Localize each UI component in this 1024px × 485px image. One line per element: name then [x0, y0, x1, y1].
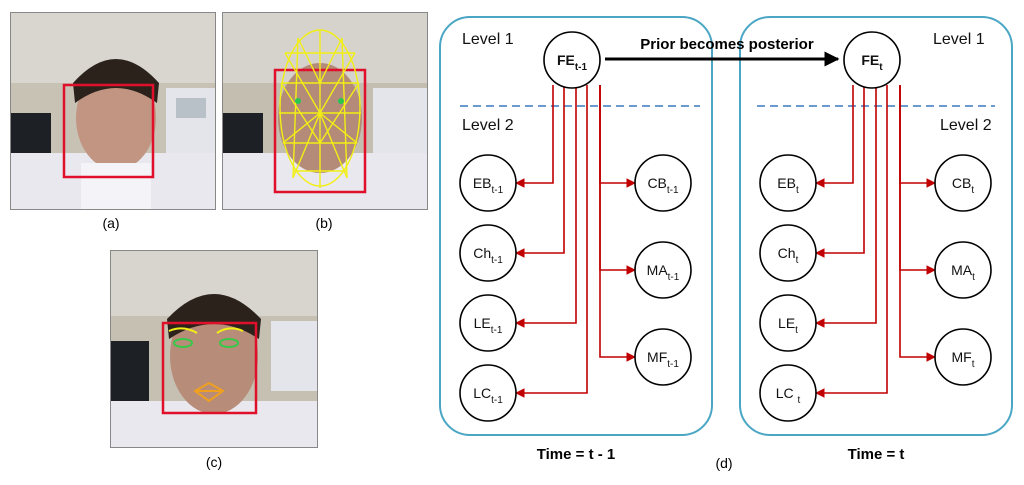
node-prev-left-2-circle — [459, 294, 517, 352]
edge-prev-right-1 — [599, 85, 636, 275]
node-prev-left-3-label: LCt-1 — [473, 385, 503, 406]
node-curr-left-3-circle — [759, 364, 817, 422]
temporal-arrow-label: Prior becomes posterior — [640, 36, 814, 53]
slice-box-prev — [439, 16, 713, 436]
node-curr-right-1-label: MAt — [951, 262, 975, 283]
node-curr-left-2-circle — [759, 294, 817, 352]
level1-label-curr: Level 1 — [933, 31, 985, 48]
photo-a-face-detection — [10, 12, 216, 210]
node-curr-left-2-label: LEt — [778, 315, 798, 336]
node-prev-left-0-circle — [459, 154, 517, 212]
node-curr-left-1-circle — [759, 224, 817, 282]
edge-curr-right-1 — [899, 85, 936, 275]
caption-d: (d) — [715, 455, 732, 471]
node-prev-right-1-circle — [634, 241, 692, 299]
edge-curr-left-2 — [815, 85, 877, 328]
node-curr-left-3-label: LC t — [776, 385, 801, 406]
edge-prev-left-3 — [515, 85, 588, 398]
node-curr-left-0-circle — [759, 154, 817, 212]
edge-curr-right-2 — [899, 85, 936, 362]
node-prev-left-1-circle — [459, 224, 517, 282]
node-curr-left-1-label: Cht — [778, 245, 799, 266]
edge-prev-right-0 — [599, 85, 636, 188]
time-label-prev: Time = t - 1 — [537, 446, 616, 463]
node-curr-right-2-label: MFt — [952, 349, 975, 370]
node-prev-right-2-label: MFt-1 — [647, 349, 679, 370]
face-mesh — [279, 29, 361, 188]
edge-curr-left-3 — [815, 85, 888, 398]
node-curr-root-circle — [843, 31, 901, 89]
edge-prev-left-0 — [515, 85, 554, 188]
photo-c-image — [111, 251, 317, 447]
node-curr-right-1-circle — [934, 241, 992, 299]
photo-b-image — [223, 13, 427, 209]
caption-a: (a) — [102, 215, 120, 231]
photo-a-image — [11, 13, 215, 209]
node-curr-right-2-circle — [934, 328, 992, 386]
node-prev-right-2-circle — [634, 328, 692, 386]
edge-curr-left-1 — [815, 85, 865, 258]
caption-c: (c) — [205, 454, 223, 470]
level2-label-prev: Level 2 — [462, 117, 514, 134]
level1-label-prev: Level 1 — [462, 31, 514, 48]
level2-label-curr: Level 2 — [940, 117, 992, 134]
slice-box-curr — [739, 16, 1013, 436]
node-prev-right-0-circle — [634, 154, 692, 212]
node-prev-root-label: FEt-1 — [557, 52, 588, 73]
node-curr-left-0-label: EBt — [777, 175, 799, 196]
node-prev-left-1-label: Cht-1 — [473, 245, 503, 266]
edge-prev-right-2 — [599, 85, 636, 362]
feature-points — [168, 327, 244, 403]
node-prev-left-2-label: LEt-1 — [474, 315, 503, 336]
node-prev-left-3-circle — [459, 364, 517, 422]
photo-b-face-mesh — [222, 12, 428, 210]
node-prev-left-0-label: EBt-1 — [473, 175, 504, 196]
node-prev-right-0-label: CBt-1 — [647, 175, 679, 196]
time-label-curr: Time = t — [848, 446, 905, 463]
edge-curr-right-0 — [899, 85, 936, 188]
edge-prev-left-2 — [515, 85, 577, 328]
node-curr-right-0-circle — [934, 154, 992, 212]
face-box-c — [161, 321, 258, 415]
node-prev-right-1-label: MAt-1 — [647, 262, 680, 283]
edge-curr-left-0 — [815, 85, 854, 188]
node-prev-root-circle — [543, 31, 601, 89]
node-curr-root-label: FEt — [861, 52, 883, 73]
node-curr-right-0-label: CBt — [952, 175, 974, 196]
photo-c-feature-tracking — [110, 250, 318, 448]
face-box-a — [62, 83, 155, 179]
caption-b: (b) — [315, 215, 333, 231]
edge-prev-left-1 — [515, 85, 565, 258]
